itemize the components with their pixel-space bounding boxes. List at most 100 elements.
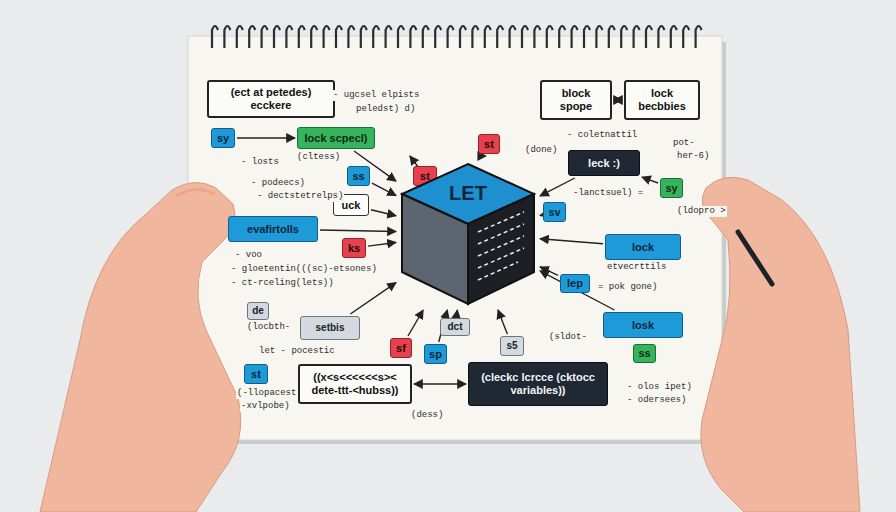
arrow-connector	[350, 283, 396, 314]
red-tag: st	[478, 134, 500, 154]
arrow-connector	[614, 99, 622, 100]
spiral-ring	[634, 26, 640, 48]
cube-shape	[398, 158, 538, 308]
arrow-connector	[498, 310, 507, 334]
spiral-ring	[472, 26, 478, 48]
node-text: de	[252, 305, 264, 317]
spiral-ring	[311, 26, 317, 48]
note-label: - ct-rceling(lets))	[230, 278, 335, 289]
spiral-ring	[522, 26, 528, 48]
spiral-ring	[373, 26, 379, 48]
spiral-ring	[683, 26, 689, 48]
note-label: - voo	[234, 250, 263, 261]
outlined-box: ((x<s<<<<<<s>< dete-ttt-<hubss))	[298, 364, 412, 404]
dark-box: leck :)	[568, 150, 640, 176]
blue-box: lep	[560, 274, 590, 293]
node-text: ss	[352, 170, 364, 183]
spiral-ring	[224, 26, 230, 48]
arrow-connector	[414, 383, 466, 384]
node-text: ((x<s<<<<<<s>< dete-ttt-<hubss))	[304, 371, 406, 396]
outlined-box: (ect at petedes) ecckere	[207, 80, 335, 118]
note-label: - gloetentin(((sc)-etsones)	[230, 264, 378, 275]
blue-box: ss	[347, 166, 370, 186]
spiral-ring	[212, 26, 218, 48]
node-text: sv	[548, 206, 560, 219]
node-text: sy	[217, 132, 229, 145]
spiral-ring	[398, 26, 404, 48]
node-text: (cleckc lcrcce (cktocc variables))	[474, 371, 602, 396]
arrow-connector	[540, 215, 541, 217]
note-label: (locbth-	[246, 322, 291, 333]
spiral-ring	[497, 26, 503, 48]
spiral-ring	[262, 26, 268, 48]
node-text: sp	[429, 348, 442, 361]
right-hand	[701, 177, 860, 512]
blue-box: sy	[211, 128, 235, 148]
node-text: ks	[348, 242, 360, 255]
pen	[738, 232, 772, 284]
left-thumbnail	[176, 189, 214, 196]
node-text: st	[251, 368, 261, 381]
blue-box: lock	[605, 234, 681, 260]
spiral-ring	[361, 26, 367, 48]
node-text: dct	[448, 321, 463, 333]
note-label: - podeecs)	[250, 178, 306, 189]
spiral-ring	[460, 26, 466, 48]
note-label: (cltess)	[296, 152, 341, 163]
spiral-ring	[423, 26, 429, 48]
arrow-connector	[456, 310, 458, 316]
note-label: pot-	[672, 138, 696, 149]
node-text: evafirtolls	[247, 223, 299, 236]
arrow-connector	[540, 267, 558, 275]
node-text: lep	[567, 277, 583, 290]
node-text: st	[420, 170, 430, 183]
grey-box: dct	[440, 318, 470, 336]
red-tag: sf	[390, 338, 412, 358]
arrow-connector	[320, 230, 396, 232]
green-box: lock scpecl)	[297, 127, 375, 149]
spiral-ring	[696, 26, 702, 48]
arrow-connector	[371, 210, 396, 216]
blue-box: evafirtolls	[228, 216, 318, 242]
dark-box: (cleckc lcrcce (cktocc variables))	[468, 362, 608, 406]
note-label: her-6)	[676, 151, 710, 162]
spiral-ring	[534, 26, 540, 48]
spiral-ring	[547, 26, 553, 48]
spiral-ring	[249, 26, 255, 48]
notebook-page	[188, 36, 722, 440]
spiral-ring	[510, 26, 516, 48]
spiral-ring	[274, 26, 280, 48]
node-text: LET	[398, 182, 538, 205]
node-text: ss	[638, 347, 650, 360]
blue-box: sv	[543, 202, 566, 222]
spiral-ring	[646, 26, 652, 48]
let-cube: LET	[398, 158, 538, 308]
node-text: losk	[632, 319, 654, 332]
spiral-ring	[435, 26, 441, 48]
blue-box: st	[244, 364, 268, 384]
node-text: sf	[396, 342, 406, 355]
arrow-connector	[408, 310, 423, 336]
spiral-ring	[658, 26, 664, 48]
spiral-ring	[448, 26, 454, 48]
spiral-ring	[348, 26, 354, 48]
green-box: ss	[633, 344, 656, 363]
spiral-ring	[572, 26, 578, 48]
spiral-ring	[609, 26, 615, 48]
spiral-ring	[485, 26, 491, 48]
red-tag: ks	[342, 238, 366, 258]
node-text: lock scpecl)	[305, 132, 368, 145]
note-label: (ldopro >	[676, 206, 727, 217]
outlined-box: lock becbbies	[624, 80, 700, 120]
spiral-ring	[299, 26, 305, 48]
note-label: -lanctsuel) =	[572, 188, 644, 199]
spiral-ring	[410, 26, 416, 48]
node-text: lock becbbies	[630, 87, 694, 112]
arrow-connector	[642, 177, 658, 183]
spiral-ring	[596, 26, 602, 48]
grey-box: setbis	[300, 316, 360, 340]
note-label: - odersees)	[626, 395, 687, 406]
grey-box: de	[247, 302, 269, 320]
spiral-ring	[621, 26, 627, 48]
spiral-ring	[336, 26, 342, 48]
